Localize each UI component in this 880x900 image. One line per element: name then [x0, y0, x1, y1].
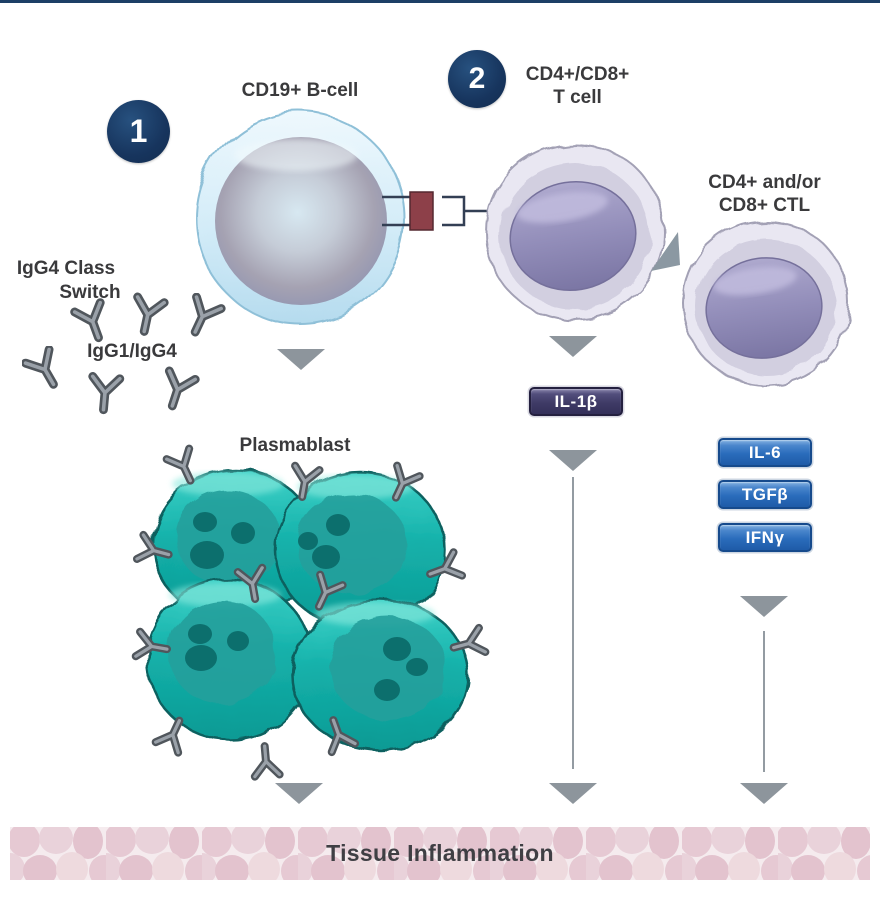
plasmablast-to-tissue-arrow-icon: [275, 783, 323, 804]
tgfb-badge-label: TGFβ: [741, 484, 789, 504]
step-1-badge: 1: [107, 100, 170, 163]
ctl-to-tissue-arrow-icon: [740, 783, 788, 804]
b-cell-illustration: [196, 112, 406, 326]
ctl-label-line1: CD4+ and/or: [708, 172, 821, 193]
step-1-number: 1: [129, 113, 148, 149]
tissue-texture: [10, 827, 870, 880]
plasmablast-label: Plasmablast: [239, 435, 351, 456]
ifng-badge: IFNγ: [718, 523, 812, 552]
b-cell-label: CD19+ B-cell: [241, 80, 359, 101]
antibody-icon: [181, 293, 227, 339]
ifng-badge-label: IFNγ: [745, 527, 785, 547]
t-cell-output-arrow-icon: [549, 336, 597, 357]
antibody-icon: [22, 346, 68, 392]
ctl-label-line2: CD8+ CTL: [718, 195, 811, 217]
ctl-output-arrow-icon: [740, 596, 788, 617]
differentiation-arrowhead-icon: [651, 232, 680, 271]
il1b-badge: IL-1β: [529, 387, 623, 416]
b-cell-to-plasmablast-arrow-icon: [277, 349, 325, 370]
il1b-badge-label: IL-1β: [554, 391, 598, 411]
antibody-icon: [70, 298, 116, 344]
il1b-flow-line: [572, 477, 574, 769]
class-switch-label-line2: Switch: [59, 282, 121, 303]
top-border-line: [0, 0, 880, 3]
ctl-cell-illustration: [682, 220, 850, 386]
tgfb-badge: TGFβ: [718, 480, 812, 509]
step-2-number: 2: [468, 62, 486, 95]
il6-badge: IL-6: [718, 438, 812, 467]
antibody-icon: [156, 366, 202, 412]
antibody-icon: [126, 291, 172, 337]
antibody-icon: [83, 369, 129, 415]
il1b-to-tissue-arrow-icon: [549, 783, 597, 804]
class-switch-label-line1: IgG4 Class: [16, 258, 116, 279]
t-cell-label-line2: T cell: [553, 87, 602, 109]
tissue-inflammation-title: Tissue Inflammation: [326, 840, 554, 866]
step-2-badge: 2: [448, 50, 506, 108]
t-cell-label-line1: CD4+/CD8+: [525, 64, 630, 85]
t-cell-label: CD4+/CD8+ T cell: [505, 63, 650, 109]
plasmablast-cluster-illustration: [130, 440, 510, 790]
ctl-flow-line: [763, 631, 765, 772]
ctl-label: CD4+ and/or CD8+ CTL: [687, 171, 842, 217]
t-cell-illustration: [485, 143, 665, 321]
antibody-icon: [252, 745, 279, 776]
antigen-receptor-icon: [382, 191, 493, 231]
tissue-inflammation-band: Tissue Inflammation: [10, 827, 870, 880]
il1b-downstream-arrow-icon: [549, 450, 597, 471]
il6-badge-label: IL-6: [748, 442, 782, 462]
igg1-igg4-label: IgG1/IgG4: [87, 341, 177, 362]
